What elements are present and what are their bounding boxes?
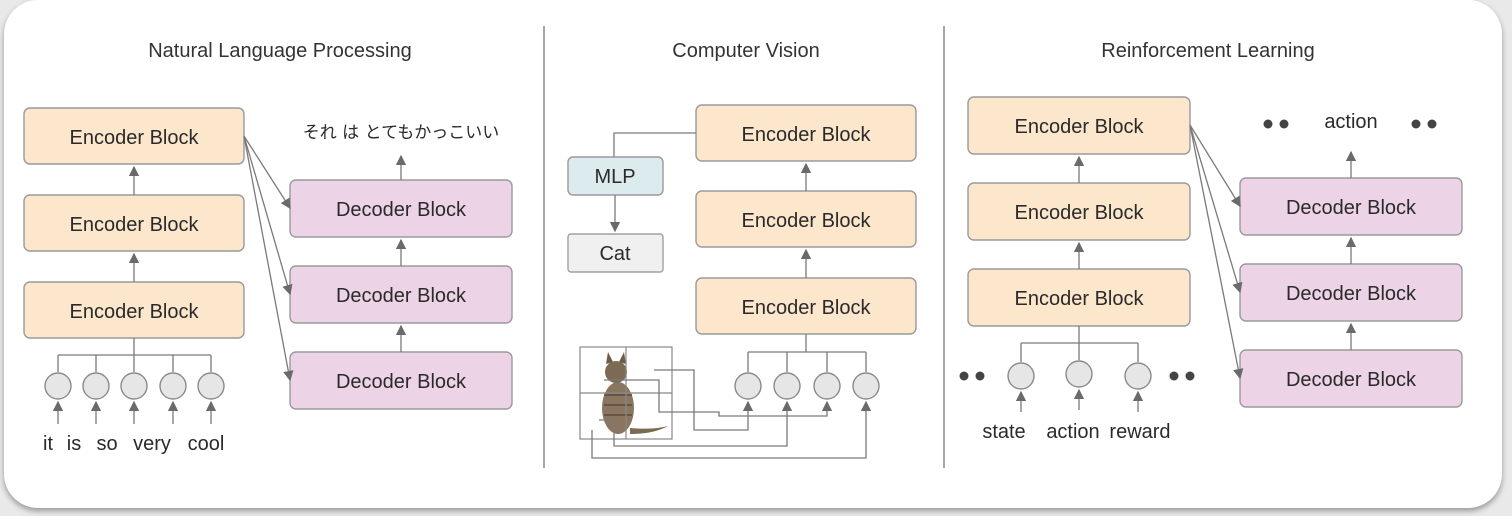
- cv-encoder-label: Encoder Block: [742, 124, 872, 146]
- token-node: [159, 372, 187, 400]
- rl-encoder-block: Encoder Block: [967, 96, 1191, 155]
- rl-encoder-label: Encoder Block: [1015, 288, 1145, 310]
- patch-route: [654, 369, 754, 431]
- nlp-decoder-block: Decoder Block: [289, 265, 513, 324]
- cross-attention-arrow: [243, 135, 294, 382]
- class-output-block: Cat: [567, 233, 664, 273]
- cv-patch-nodes: [734, 352, 880, 400]
- input-word: cool: [188, 433, 225, 455]
- cv-encoder-block: Encoder Block: [695, 190, 917, 248]
- nlp-encoder-label: Encoder Block: [70, 301, 200, 323]
- nlp-encoder-block: Encoder Block: [23, 107, 245, 165]
- rl-decoder-block: Decoder Block: [1239, 263, 1463, 322]
- rl-input-nodes: [1007, 343, 1152, 412]
- connector: [613, 132, 696, 160]
- token-node: [197, 372, 225, 400]
- input-word: it: [43, 433, 53, 455]
- nlp-decoder-block: Decoder Block: [289, 351, 513, 410]
- nlp-output-text: それ は とてもかっこいい: [303, 123, 499, 143]
- nlp-input-nodes: [44, 355, 225, 424]
- rl-encoder-label: Encoder Block: [1015, 202, 1145, 224]
- nlp-panel: Natural Language Processing Encoder Bloc…: [23, 40, 513, 455]
- mlp-block: MLP: [567, 156, 664, 196]
- nlp-encoder-block: Encoder Block: [23, 194, 245, 252]
- mlp-label: MLP: [594, 166, 635, 188]
- input-word: state: [982, 421, 1025, 443]
- class-output-label: Cat: [599, 243, 631, 265]
- token-node: [1124, 362, 1152, 390]
- token-node: [44, 372, 72, 400]
- rl-decoder-label: Decoder Block: [1286, 283, 1417, 305]
- nlp-decoder-label: Decoder Block: [336, 285, 467, 307]
- patch-route: [599, 400, 793, 447]
- nlp-decoder-label: Decoder Block: [336, 199, 467, 221]
- nlp-encoder-label: Encoder Block: [70, 127, 200, 149]
- input-word: is: [67, 433, 81, 455]
- rl-encoder-block: Encoder Block: [967, 268, 1191, 327]
- ellipsis-dot: [1411, 119, 1421, 129]
- cv-encoder-block: Encoder Block: [695, 277, 917, 335]
- patch-node: [813, 372, 841, 400]
- ellipsis-dot: [975, 371, 985, 381]
- token-node: [82, 372, 110, 400]
- cv-encoder-block: Encoder Block: [695, 104, 917, 162]
- input-word: reward: [1109, 421, 1170, 443]
- input-word: very: [133, 433, 171, 455]
- patch-node: [734, 372, 762, 400]
- nlp-encoder-label: Encoder Block: [70, 214, 200, 236]
- input-word: so: [96, 433, 117, 455]
- rl-decoder-label: Decoder Block: [1286, 369, 1417, 391]
- token-node: [1007, 362, 1035, 390]
- cv-encoder-label: Encoder Block: [742, 210, 872, 232]
- ellipsis-dot: [1263, 119, 1273, 129]
- rl-decoder-block: Decoder Block: [1239, 349, 1463, 408]
- nlp-encoder-block: Encoder Block: [23, 281, 245, 339]
- nlp-decoder-label: Decoder Block: [336, 371, 467, 393]
- ellipsis-dot: [959, 371, 969, 381]
- cross-attention-arrow: [1189, 124, 1244, 380]
- ellipsis-dot: [1279, 119, 1289, 129]
- cv-panel: Computer Vision Encoder Block Encoder Bl…: [567, 40, 917, 459]
- ellipsis-dot: [1427, 119, 1437, 129]
- rl-encoder-label: Encoder Block: [1015, 116, 1145, 138]
- patch-route: [604, 379, 833, 417]
- input-word: action: [1046, 421, 1099, 443]
- cv-title: Computer Vision: [672, 40, 819, 62]
- nlp-title: Natural Language Processing: [148, 40, 412, 62]
- transformer-applications-diagram: Natural Language Processing Encoder Bloc…: [23, 26, 1463, 468]
- cross-attention-arrow: [1189, 124, 1241, 208]
- patch-route: [591, 400, 872, 459]
- cross-attention-arrow: [243, 135, 291, 210]
- rl-decoder-block: Decoder Block: [1239, 177, 1463, 236]
- cross-attention-arrow: [1189, 124, 1243, 294]
- diagram-card: Natural Language Processing Encoder Bloc…: [4, 0, 1502, 508]
- rl-panel: Reinforcement Learning Encoder Block Enc…: [959, 40, 1463, 443]
- ellipsis-dot: [1169, 371, 1179, 381]
- patch-node: [852, 372, 880, 400]
- cross-attention-arrow: [243, 135, 293, 296]
- token-node: [120, 372, 148, 400]
- rl-encoder-block: Encoder Block: [967, 182, 1191, 241]
- cat-image: [579, 346, 673, 440]
- rl-decoder-label: Decoder Block: [1286, 197, 1417, 219]
- rl-output-label: action: [1324, 111, 1377, 133]
- token-node: [1065, 360, 1093, 388]
- cv-encoder-label: Encoder Block: [742, 297, 872, 319]
- rl-title: Reinforcement Learning: [1101, 40, 1314, 62]
- ellipsis-dot: [1185, 371, 1195, 381]
- nlp-decoder-block: Decoder Block: [289, 179, 513, 238]
- patch-node: [773, 372, 801, 400]
